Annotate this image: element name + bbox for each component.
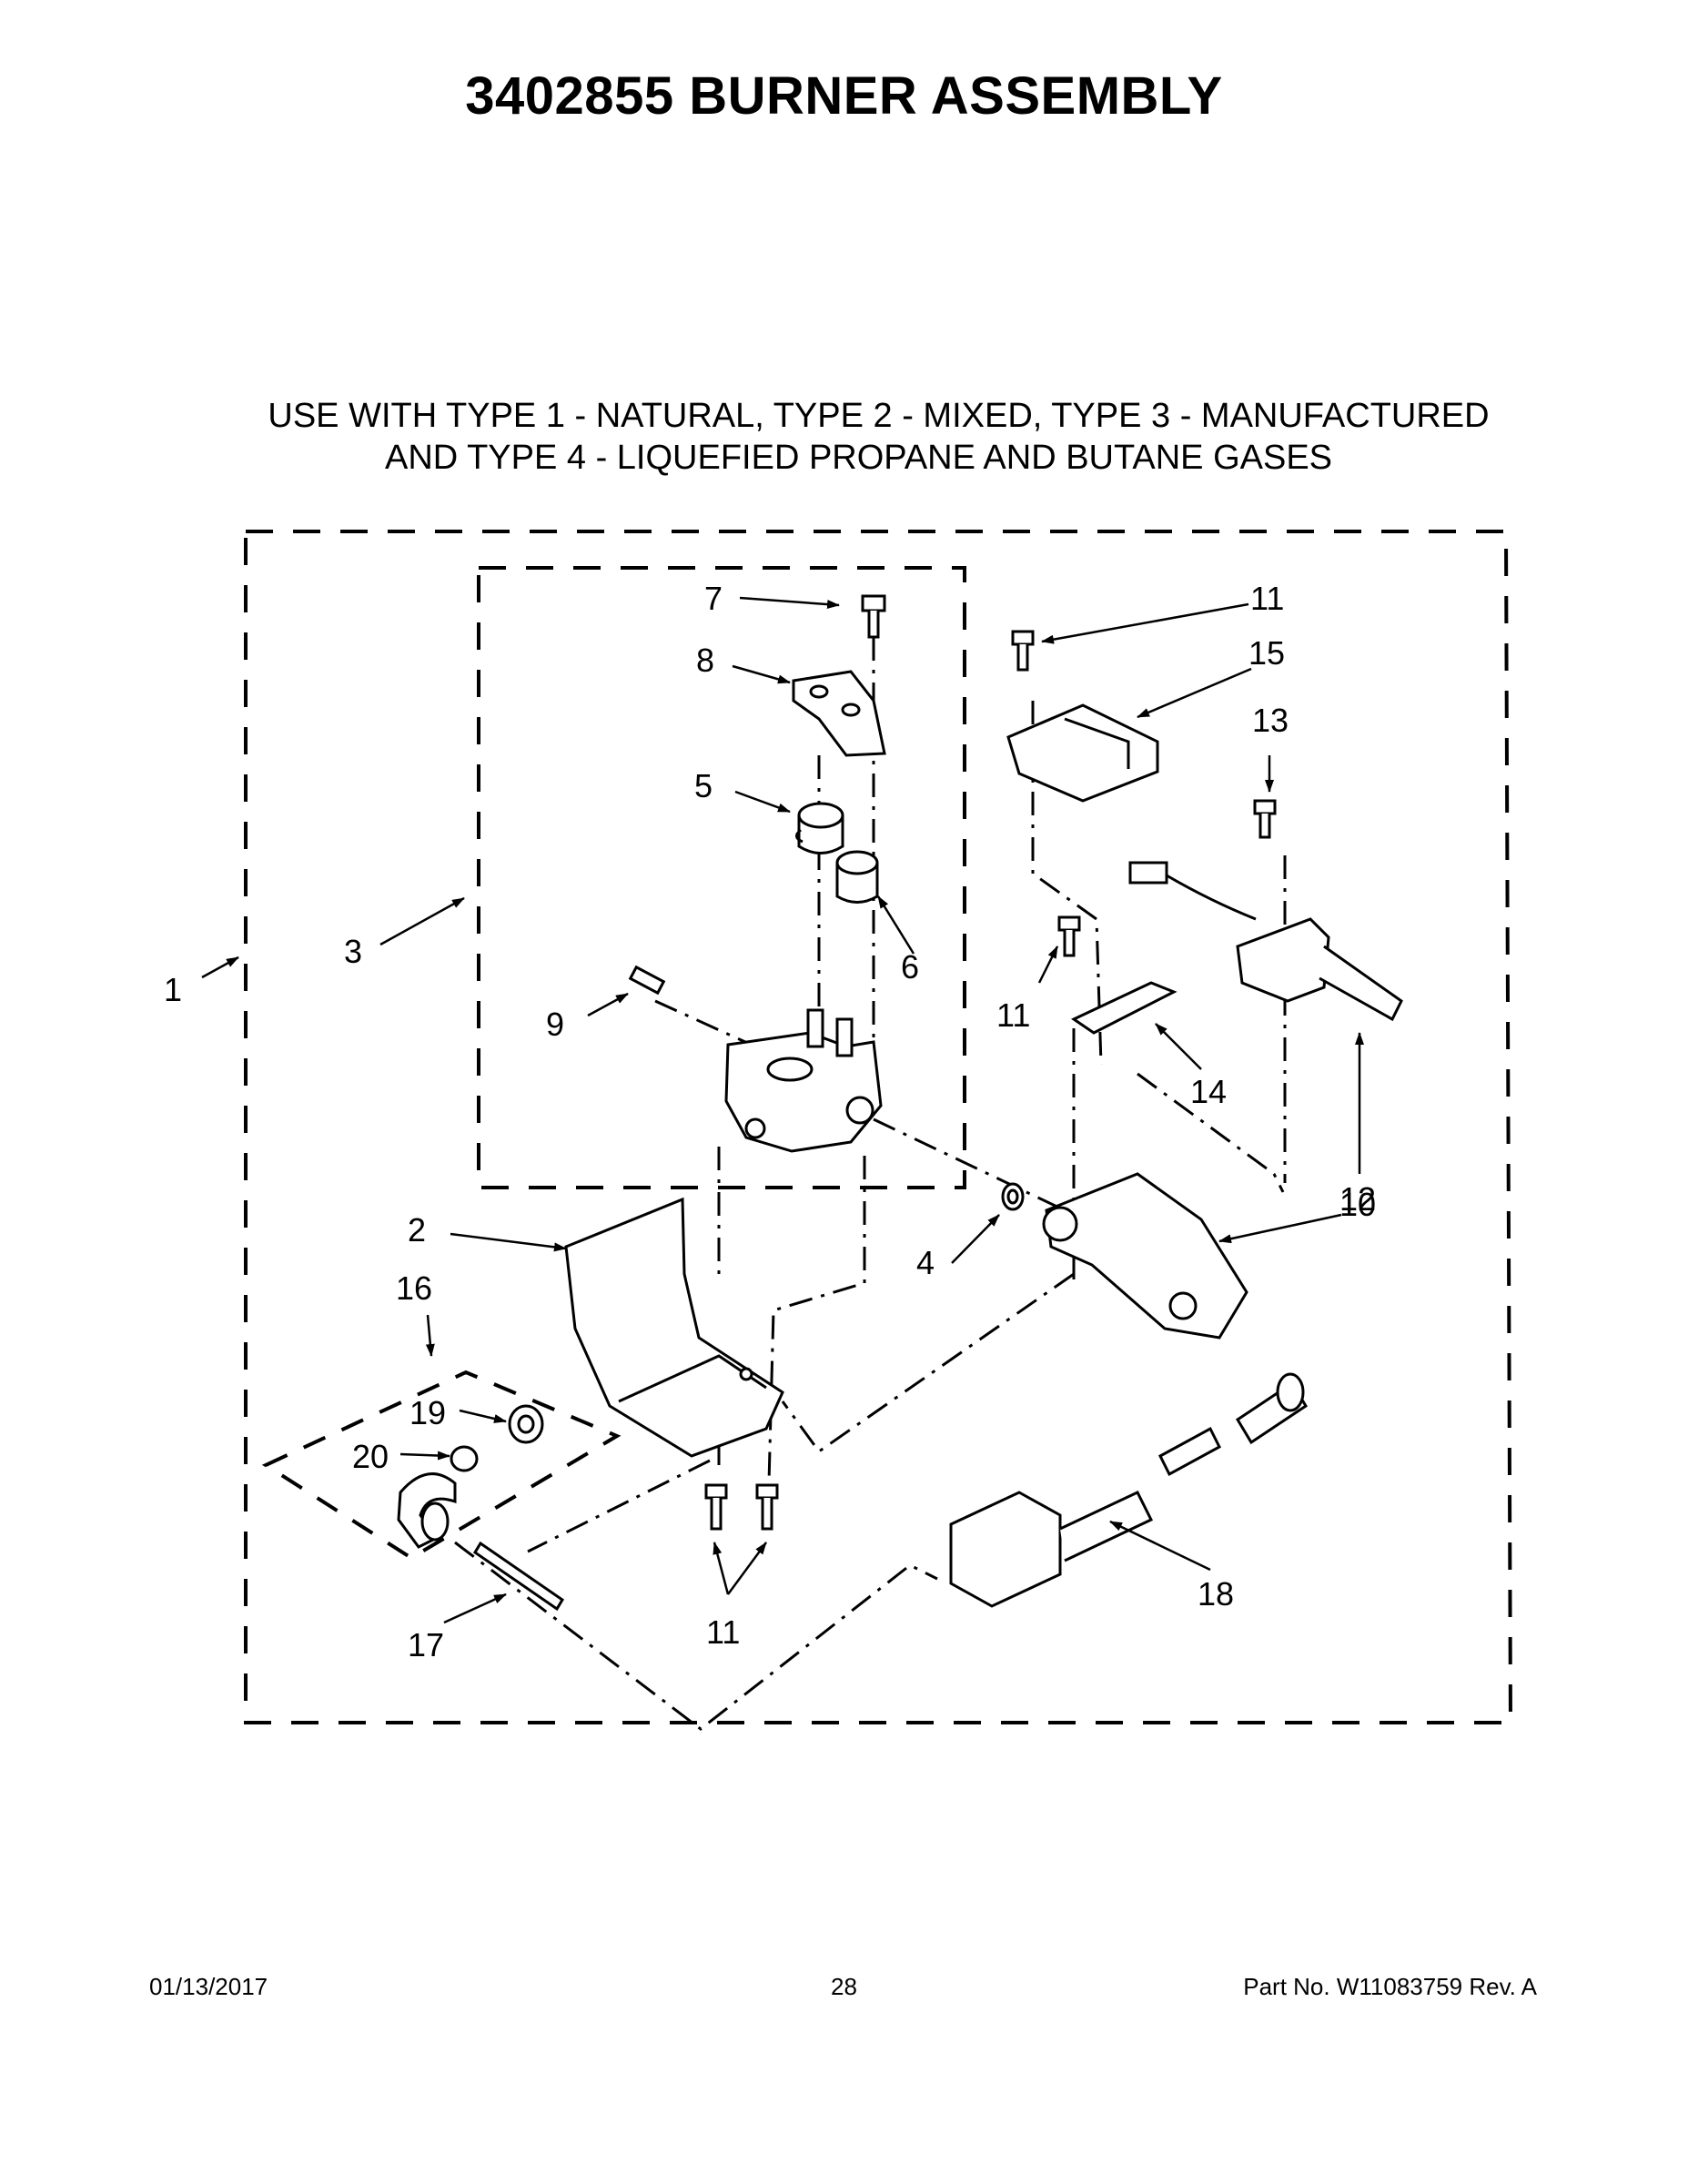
callout-11-bottom: 11 xyxy=(706,1613,740,1651)
page-title: 3402855 BURNER ASSEMBLY xyxy=(465,66,1223,126)
part-plug-9 xyxy=(628,965,666,996)
callout-7: 7 xyxy=(704,580,723,617)
part-coil-5 xyxy=(795,802,844,854)
part-bracket-14 xyxy=(1070,981,1178,1035)
subtitle-line-1: USE WITH TYPE 1 - NATURAL, TYPE 2 - MIXE… xyxy=(268,397,1490,435)
part-orifice-4 xyxy=(1001,1182,1025,1211)
callout-13: 13 xyxy=(1252,702,1289,739)
part-fitting-19 xyxy=(508,1404,544,1444)
part-valve-18 xyxy=(949,1372,1309,1608)
footer-date: 01/13/2017 xyxy=(149,1973,268,2000)
callout-20: 20 xyxy=(352,1438,389,1475)
callout-14: 14 xyxy=(1190,1073,1227,1110)
callout-1: 1 xyxy=(164,971,182,1008)
subtitle-line-2: AND TYPE 4 - LIQUEFIED PROPANE AND BUTAN… xyxy=(384,439,1333,477)
callout-9: 9 xyxy=(546,1006,564,1043)
callout-18: 18 xyxy=(1198,1575,1234,1613)
callout-16: 16 xyxy=(396,1269,432,1307)
callout-2: 2 xyxy=(408,1211,426,1249)
part-heat-shield-2 xyxy=(564,1197,784,1458)
callout-5: 5 xyxy=(694,767,713,804)
part-valve-body xyxy=(724,1008,883,1153)
callout-11-top: 11 xyxy=(1250,580,1284,617)
part-sensor-15 xyxy=(1006,703,1159,803)
assembly-centerlines xyxy=(454,637,1287,1731)
footer-page-number: 28 xyxy=(831,1973,857,2000)
part-screw-11-mid xyxy=(1057,915,1081,957)
callout-3: 3 xyxy=(344,933,362,970)
item16-boundary xyxy=(261,1370,622,1561)
callout-labels: 1 2 3 4 5 6 7 8 9 10 11 11 11 12 13 14 1… xyxy=(164,580,1376,1663)
part-igniter-12 xyxy=(1128,861,1403,1022)
leader-arrows xyxy=(201,596,1364,1624)
callout-12: 12 xyxy=(1339,1180,1376,1218)
part-screw-11-top xyxy=(1011,630,1035,672)
part-elbow-16 xyxy=(397,1472,457,1549)
callout-6: 6 xyxy=(901,948,919,986)
part-screw-7 xyxy=(861,594,886,639)
part-fitting-20 xyxy=(450,1445,479,1472)
callout-11-mid: 11 xyxy=(996,996,1030,1034)
callout-19: 19 xyxy=(409,1394,446,1431)
part-screws-11-bottom xyxy=(704,1483,779,1531)
part-bracket-8 xyxy=(792,670,886,757)
part-burner-10 xyxy=(1042,1172,1248,1340)
callout-4: 4 xyxy=(916,1244,935,1281)
footer-part-number: Part No. W11083759 Rev. A xyxy=(1243,1973,1537,2000)
part-screw-13 xyxy=(1253,799,1277,839)
part-pipe-17 xyxy=(472,1541,565,1612)
callout-10: 10 xyxy=(1339,1186,1376,1223)
part-coil-6 xyxy=(835,850,879,904)
callout-17: 17 xyxy=(408,1626,444,1663)
callout-8: 8 xyxy=(696,642,714,679)
valve-assembly-boundary xyxy=(477,566,966,1189)
callout-15: 15 xyxy=(1248,634,1285,672)
